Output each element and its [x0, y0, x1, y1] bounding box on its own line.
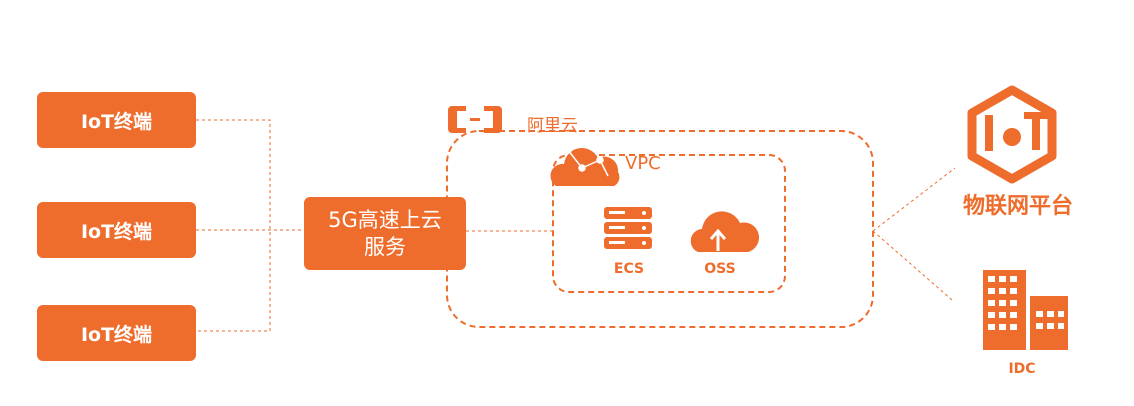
- iot-terminal-label: IoT终端: [80, 220, 153, 243]
- iot-platform-label: 物联网平台: [963, 194, 1074, 219]
- iot-terminal-1: IoT终端: [37, 92, 196, 148]
- connector-cloud-iot-platform: [872, 167, 956, 232]
- iot-terminal-label: IoT终端: [80, 323, 153, 346]
- vpc-label: VPC: [625, 153, 661, 174]
- idc-label: IDC: [1008, 361, 1036, 377]
- aliyun-label: 阿里云: [527, 116, 578, 136]
- iot-terminal-2: IoT终端: [37, 202, 196, 258]
- oss-label: OSS: [704, 261, 736, 277]
- 5g-cloud-service: 5G高速上云 服务: [304, 197, 466, 270]
- aliyun-logo-icon: [448, 106, 502, 133]
- connector-cloud-idc: [872, 230, 953, 301]
- server-stack-icon: [604, 207, 652, 249]
- connector-terminal-1: [196, 119, 271, 332]
- buildings-icon: [983, 270, 1068, 350]
- vpc-boundary: [552, 154, 786, 293]
- vpc-cloud-icon: [550, 146, 620, 186]
- iot-logo-icon: [967, 85, 1057, 184]
- iot-terminal-3: IoT终端: [37, 305, 196, 361]
- upload-cloud-icon: [690, 211, 760, 252]
- iot-terminal-label: IoT终端: [80, 110, 153, 133]
- ecs-label: ECS: [613, 261, 645, 277]
- service-label-line1: 5G高速上云: [328, 208, 442, 233]
- service-label-line2: 服务: [364, 234, 406, 259]
